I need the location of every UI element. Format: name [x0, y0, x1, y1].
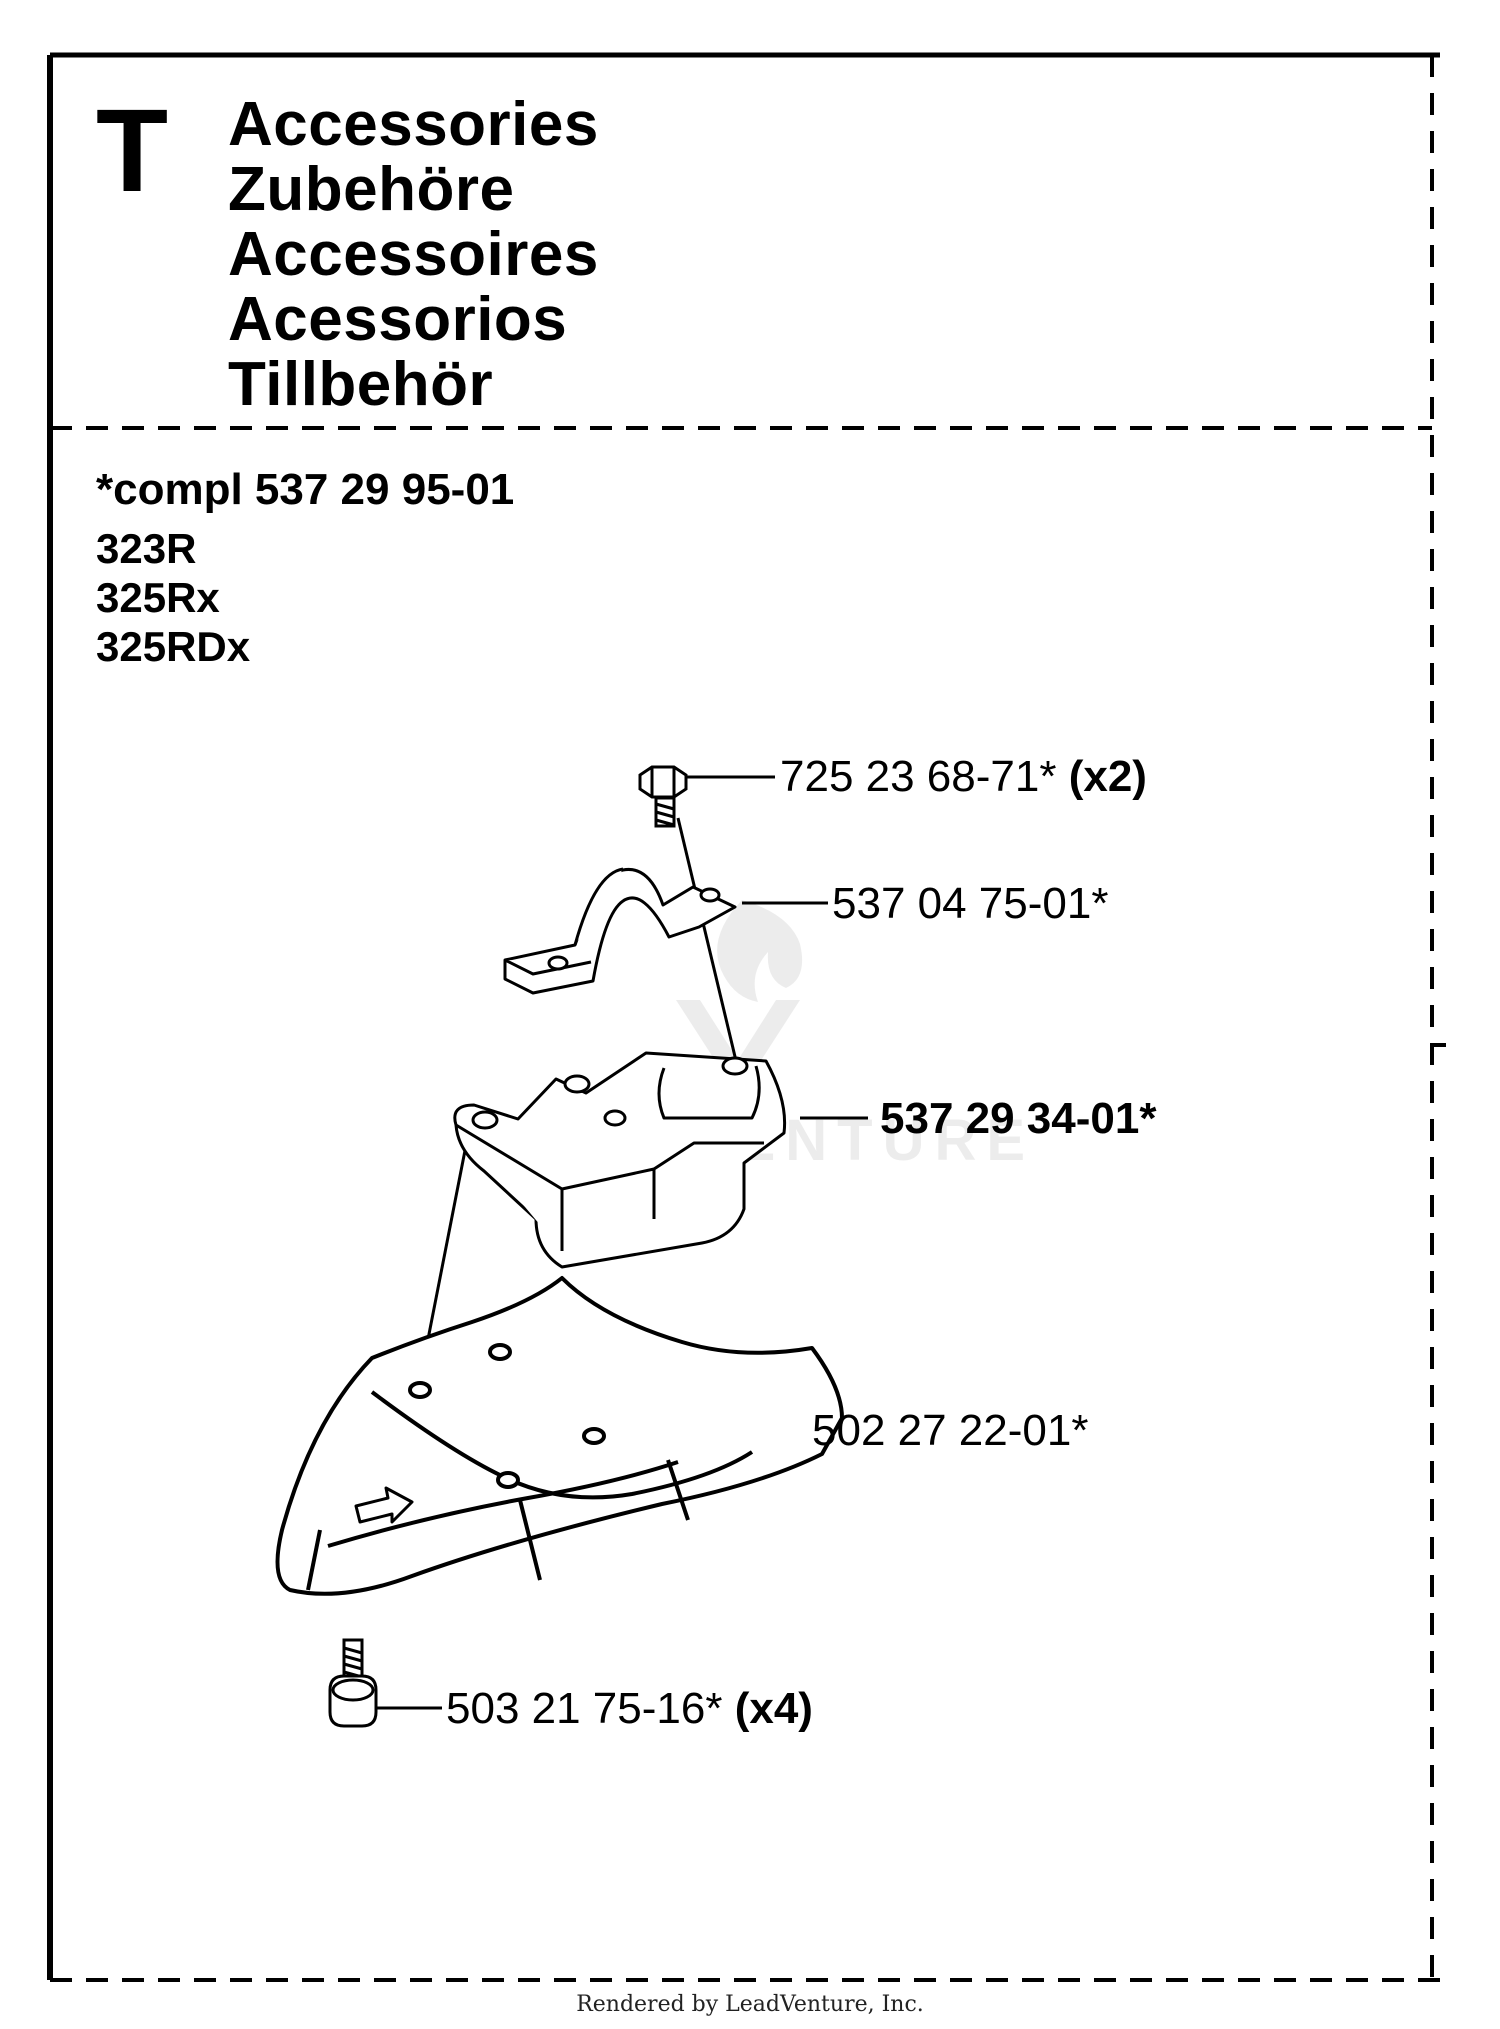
bracket-part	[453, 1051, 787, 1269]
model-item: 325RDx	[96, 623, 251, 670]
clamp-part	[503, 867, 737, 995]
model-list: 323R 325Rx 325RDx	[96, 524, 250, 671]
model-item: 325Rx	[96, 574, 220, 621]
section-letter: T	[96, 85, 169, 217]
title-swedish: Tillbehör	[228, 350, 494, 419]
section-titles: Accessories Zubehöre Accessoires Acessor…	[228, 92, 599, 417]
part-number: 537 04 75-01*	[832, 879, 1109, 928]
part-label-bracket[interactable]: 537 29 34-01*	[880, 1097, 1156, 1141]
bolt-top-part	[638, 765, 688, 828]
part-number: 725 23 68-71*	[780, 752, 1057, 801]
title-german: Zubehöre	[228, 155, 515, 224]
title-english: Accessories	[228, 90, 599, 159]
part-number: 503 21 75-16*	[446, 1684, 723, 1733]
part-label-bolt-top[interactable]: 725 23 68-71* (x2)	[780, 755, 1147, 799]
leader-lines	[368, 775, 868, 1710]
title-french: Accessoires	[228, 220, 599, 289]
screw-bottom-part	[328, 1638, 378, 1728]
title-spanish: Acessorios	[228, 285, 568, 354]
part-number: 537 29 34-01*	[880, 1094, 1157, 1143]
part-label-clamp[interactable]: 537 04 75-01*	[832, 882, 1108, 926]
part-label-guard[interactable]: 502 27 22-01*	[812, 1409, 1088, 1453]
model-item: 323R	[96, 525, 197, 572]
footer-credit: Rendered by LeadVenture, Inc.	[576, 1992, 924, 2017]
part-label-screw-bottom[interactable]: 503 21 75-16* (x4)	[446, 1687, 813, 1731]
part-qty: (x2)	[1068, 752, 1147, 801]
page-frame	[47, 52, 1446, 1982]
part-qty: (x4)	[734, 1684, 813, 1733]
guard-part	[275, 1276, 844, 1596]
kit-compl-label: *compl 537 29 95-01	[96, 465, 515, 514]
part-number: 502 27 22-01*	[812, 1406, 1089, 1455]
